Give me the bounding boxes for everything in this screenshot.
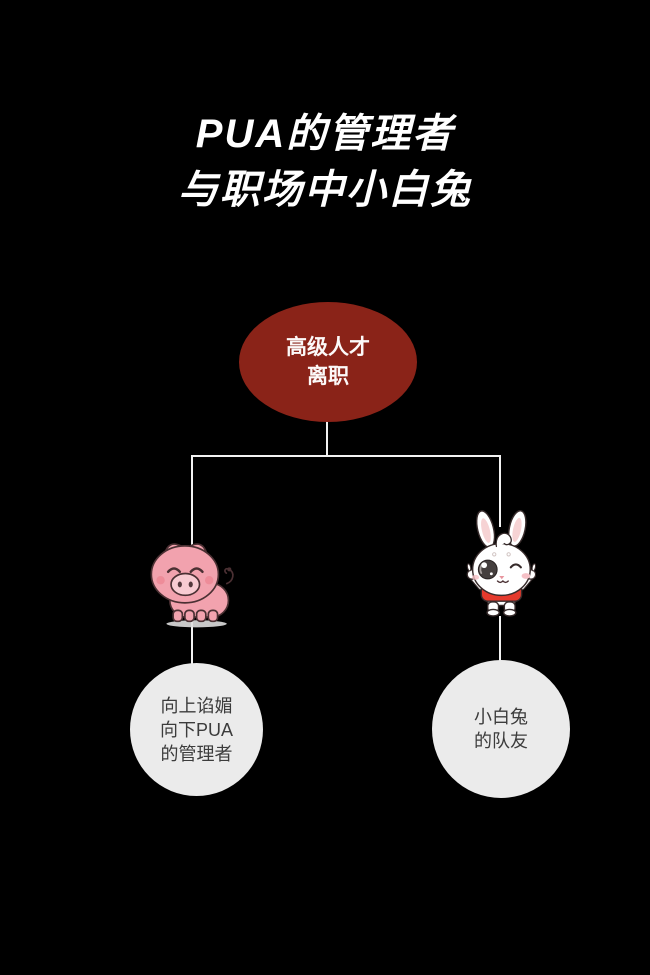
rabbit-icon	[466, 510, 536, 617]
leaf-teammate-line-2: 的队友	[474, 731, 528, 751]
title-line-1: PUA的管理者	[195, 112, 455, 156]
leaf-manager-line-2: 向下PUA	[159, 719, 233, 740]
pig-icon	[150, 543, 234, 628]
leaf-manager-line-3: 的管理者	[160, 743, 233, 764]
leaf-teammate-line-1: 小白兔	[474, 707, 528, 727]
leaf-manager-line-1: 向上谄媚	[160, 695, 233, 716]
connector-right-vertical-lower	[499, 616, 501, 662]
leaf-node-manager: 向上谄媚 向下PUA 的管理者	[130, 663, 263, 796]
connector-right-vertical-upper	[499, 455, 501, 527]
leaf-node-teammate: 小白兔 的队友	[432, 660, 570, 798]
root-node-line-2: 离职	[307, 365, 349, 388]
connector-root-stem	[326, 421, 328, 456]
root-node-line-1: 高级人才	[286, 336, 370, 359]
root-node: 高级人才 离职	[239, 302, 417, 422]
title-line-2: 与职场中小白兔	[178, 168, 472, 212]
connector-horizontal	[191, 455, 501, 457]
page-title: PUA的管理者 与职场中小白兔	[0, 106, 650, 218]
